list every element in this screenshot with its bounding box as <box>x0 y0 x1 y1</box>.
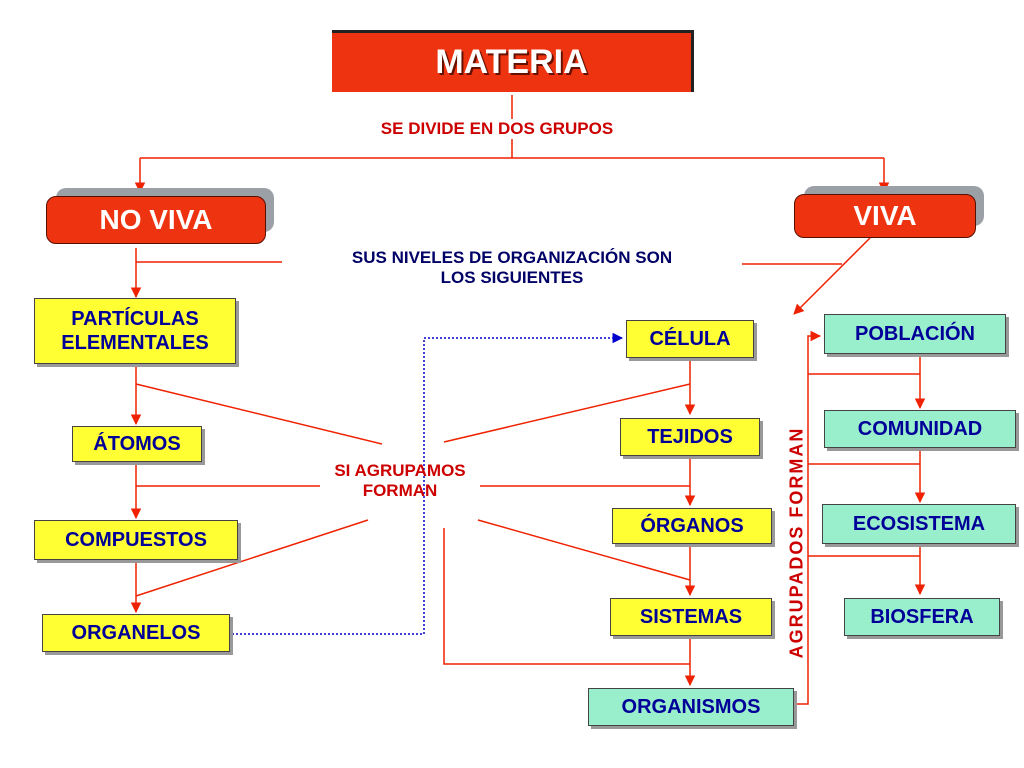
organelos-label: ORGANELOS <box>71 622 201 644</box>
agrupamos-line-3 <box>135 519 369 597</box>
niveles-label-line1: SUS NIVELES DE ORGANIZACIÓN SON <box>351 248 673 267</box>
organos-label: ÓRGANOS <box>640 515 744 537</box>
no-viva-box: NO VIVA <box>46 196 266 244</box>
celula-label: CÉLULA <box>649 328 731 350</box>
atomos-box: ÁTOMOS <box>72 426 202 462</box>
biosfera-label: BIOSFERA <box>870 606 974 628</box>
celula-box: CÉLULA <box>626 320 754 358</box>
divide-label: SE DIVIDE EN DOS GRUPOS <box>332 119 662 140</box>
agrupamos-line-4 <box>443 383 691 443</box>
organismos-box: ORGANISMOS <box>588 688 794 726</box>
compuestos-label: COMPUESTOS <box>65 529 207 551</box>
comunidad-label: COMUNIDAD <box>857 418 983 440</box>
agrupamos-label-line2: FORMAN <box>362 481 438 501</box>
organelos-to-celula-dotted-arrow <box>232 332 624 635</box>
agrupados-label: AGRUPADOS FORMAN <box>786 426 807 659</box>
organos-box: ÓRGANOS <box>612 508 772 544</box>
tejidos-label: TEJIDOS <box>647 426 733 448</box>
atomos-label: ÁTOMOS <box>93 433 181 455</box>
ecosistema-label: ECOSISTEMA <box>852 513 986 535</box>
organismos-label: ORGANISMOS <box>621 696 761 718</box>
no-viva-label: NO VIVA <box>99 204 213 235</box>
agrupamos-line-7 <box>443 528 690 665</box>
agrupamos-label: SI AGRUPAMOS FORMAN <box>318 461 482 502</box>
niveles-label-line2: LOS SIGUIENTES <box>440 268 584 288</box>
materia-title-box: MATERIA <box>332 30 694 92</box>
agrupamos-line-6 <box>477 519 691 581</box>
materia-title: MATERIA <box>435 43 588 81</box>
poblacion-box: POBLACIÓN <box>824 314 1006 354</box>
poblacion-label: POBLACIÓN <box>855 323 975 345</box>
sistemas-label: SISTEMAS <box>639 606 743 628</box>
viva-down-arrow <box>793 237 871 315</box>
particulas-line2: ELEMENTALES <box>61 332 209 354</box>
compuestos-box: COMPUESTOS <box>34 520 238 560</box>
agrupamos-label-line1: SI AGRUPAMOS <box>334 461 466 480</box>
agrupamos-line-1 <box>135 383 383 445</box>
ecosistema-box: ECOSISTEMA <box>822 504 1016 544</box>
sistemas-box: SISTEMAS <box>610 598 772 636</box>
comunidad-box: COMUNIDAD <box>824 410 1016 448</box>
tejidos-box: TEJIDOS <box>620 418 760 456</box>
viva-box: VIVA <box>794 194 976 238</box>
niveles-label: SUS NIVELES DE ORGANIZACIÓN SON LOS SIGU… <box>282 248 742 289</box>
organelos-box: ORGANELOS <box>42 614 230 652</box>
organismos-to-poblacion-arrow <box>796 330 822 705</box>
viva-label: VIVA <box>853 200 917 231</box>
particulas-line1: PARTÍCULAS <box>71 308 199 330</box>
particulas-box: PARTÍCULAS ELEMENTALES <box>34 298 236 364</box>
biosfera-box: BIOSFERA <box>844 598 1000 636</box>
